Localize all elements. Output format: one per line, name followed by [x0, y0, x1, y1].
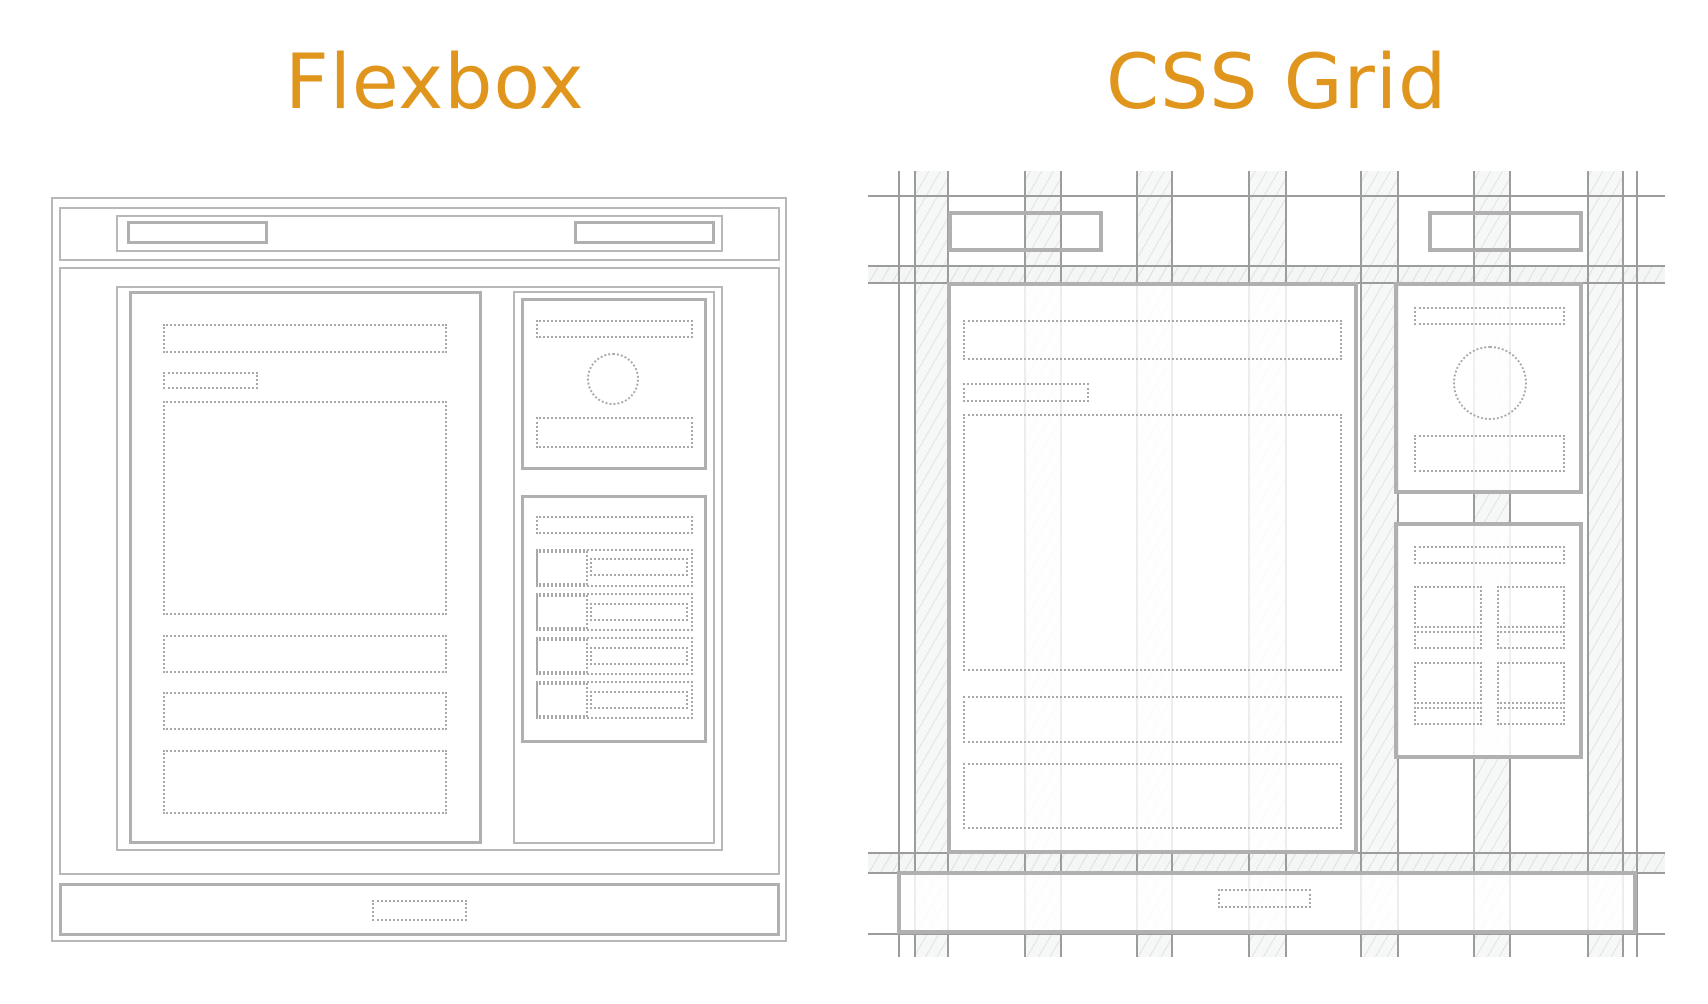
- grid-profile-caption: [1414, 435, 1565, 472]
- flex-list-row-2-thumb: [536, 595, 588, 629]
- grid-gallery-title: [1414, 546, 1565, 564]
- grid-header-logo: [948, 211, 1103, 252]
- flex-main-image: [163, 401, 447, 615]
- flex-outer-container: [51, 197, 787, 942]
- grid-gallery-tile-4-caption: [1497, 707, 1565, 725]
- flex-main-subheading: [163, 372, 258, 389]
- flex-main-content: [129, 291, 482, 844]
- flex-list-row-2-text: [590, 603, 688, 621]
- grid-line-v10: [1360, 171, 1362, 957]
- grid-gallery-tile-4: [1497, 662, 1565, 704]
- flex-footer: [59, 883, 780, 936]
- flex-list-row-3-thumb: [536, 639, 588, 673]
- grid-line-h6: [868, 933, 1665, 935]
- grid-col-gutter-1: [914, 171, 948, 957]
- flex-list-row-4-text: [590, 691, 688, 709]
- grid-main-content: [947, 282, 1358, 854]
- flex-profile-caption: [536, 417, 693, 448]
- grid-gallery-tile-2: [1497, 586, 1565, 628]
- flex-header-logo: [127, 221, 268, 244]
- grid-gallery-tile-1: [1414, 586, 1482, 628]
- grid-gallery-widget: [1394, 522, 1583, 759]
- flex-list-title: [536, 516, 693, 534]
- flexbox-title: Flexbox: [285, 37, 585, 126]
- grid-main-heading: [963, 320, 1342, 360]
- grid-footer-text: [1218, 889, 1311, 908]
- flex-list-row-1-thumb: [536, 551, 588, 585]
- grid-header-nav: [1428, 211, 1583, 252]
- grid-profile-avatar: [1453, 346, 1527, 420]
- grid-gallery-tile-2-caption: [1497, 631, 1565, 649]
- flex-list-row-1-text: [590, 558, 688, 576]
- flex-footer-text: [372, 900, 467, 921]
- flex-sidebar: [513, 291, 715, 844]
- grid-gallery-tile-3: [1414, 662, 1482, 704]
- grid-line-v15: [1622, 171, 1624, 957]
- grid-line-v16: [1636, 171, 1638, 957]
- grid-line-v1: [898, 171, 900, 957]
- css-grid-title: CSS Grid: [1106, 37, 1448, 126]
- flex-header-nav: [574, 221, 715, 244]
- grid-main-text-1: [963, 696, 1342, 743]
- flex-profile-avatar: [587, 353, 639, 405]
- grid-footer: [897, 871, 1637, 934]
- grid-main-image: [963, 414, 1342, 671]
- grid-main-subheading: [963, 383, 1089, 402]
- flex-list-row-3-text: [590, 647, 688, 665]
- grid-col-gutter-7: [1587, 171, 1622, 957]
- flex-profile-title: [536, 320, 693, 338]
- grid-line-h2: [868, 265, 1665, 267]
- flex-profile-widget: [521, 298, 707, 470]
- flex-list-row-4-thumb: [536, 683, 588, 717]
- grid-gallery-tile-1-caption: [1414, 631, 1482, 649]
- flex-header-inner: [116, 215, 723, 252]
- grid-col-gutter-5: [1360, 171, 1398, 957]
- grid-profile-title: [1414, 307, 1565, 325]
- flex-main-text-3: [163, 750, 447, 814]
- grid-line-h1: [868, 195, 1665, 197]
- flex-body: [59, 267, 780, 875]
- flex-main-heading: [163, 324, 447, 353]
- flex-main-text-2: [163, 692, 447, 730]
- grid-line-v14: [1587, 171, 1589, 957]
- grid-gallery-tile-3-caption: [1414, 707, 1482, 725]
- flex-header: [59, 207, 780, 261]
- grid-line-v2: [914, 171, 916, 957]
- flex-body-inner: [116, 286, 723, 851]
- flex-list-widget: [521, 495, 707, 743]
- flex-main-text-1: [163, 635, 447, 673]
- grid-main-text-2: [963, 763, 1342, 829]
